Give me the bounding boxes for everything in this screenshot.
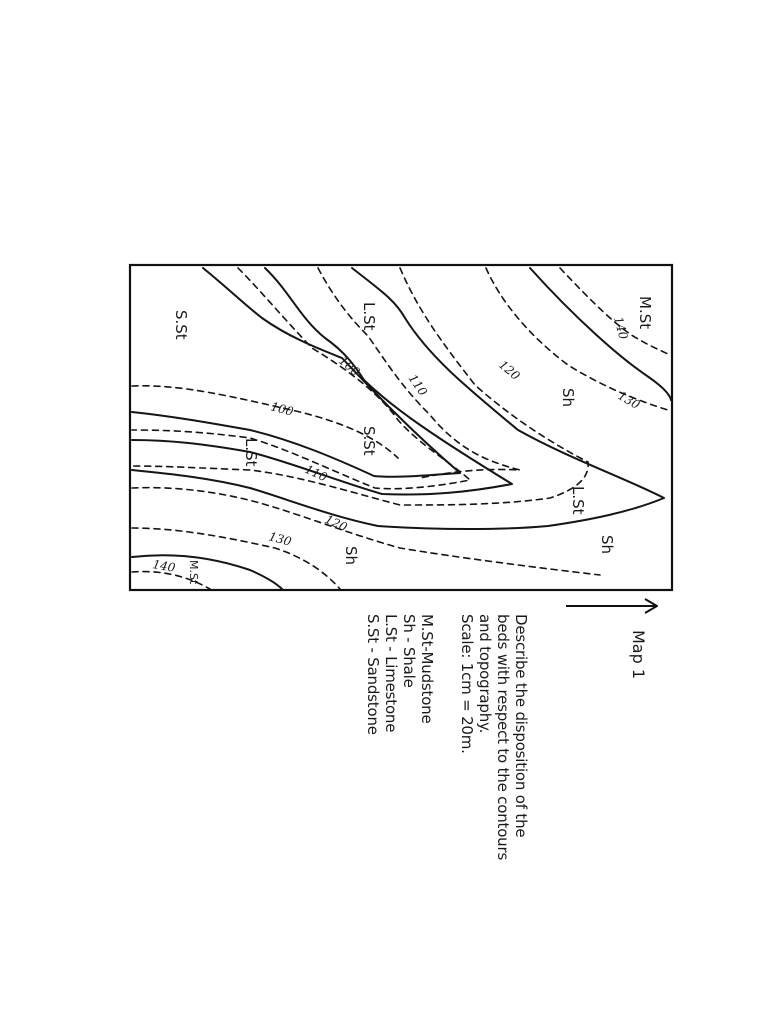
contour-line xyxy=(485,267,669,411)
bed-boundary-line xyxy=(131,267,513,496)
map-frame xyxy=(128,263,674,592)
legend-item-limestone: L.St - Limestone xyxy=(382,614,400,733)
bed-label-sandstone: S.St xyxy=(172,310,190,340)
legend-item-shale: Sh - Shale xyxy=(400,614,418,688)
contour-label: 110 xyxy=(303,462,330,485)
legend-item-mudstone: M.St-Mudstone xyxy=(418,614,436,724)
map-title: Map 1 xyxy=(629,630,648,680)
bed-boundary-line xyxy=(131,267,665,530)
question-block: Describe the disposition of the beds wit… xyxy=(458,614,530,860)
bed-boundary-line xyxy=(131,267,461,478)
bed-label-shale: Sh xyxy=(598,535,616,554)
contour-label: 130 xyxy=(267,529,293,549)
question-line: Describe the disposition of the xyxy=(512,614,530,838)
contour-label: 140 xyxy=(611,315,631,341)
bed-label-mudstone: M.St xyxy=(187,560,200,585)
bed-label-shale: Sh xyxy=(559,388,577,407)
contour-line xyxy=(131,384,399,459)
contour-label: 100 xyxy=(269,399,295,419)
contour-line xyxy=(131,570,211,590)
bed-label-limestone: L.St xyxy=(360,302,378,331)
contour-label: 120 xyxy=(496,358,523,384)
contour-label: 130 xyxy=(616,388,643,412)
question-line: beds with respect to the contours xyxy=(494,614,512,861)
bed-label-sandstone: S.St xyxy=(360,426,378,456)
scale-text: Scale: 1cm = 20m. xyxy=(458,614,476,754)
contour-line xyxy=(131,267,589,506)
contour-label: 140 xyxy=(151,557,176,575)
bed-boundary-line xyxy=(131,554,283,590)
contour-line xyxy=(317,267,521,479)
contour-line xyxy=(559,267,671,356)
bed-label-mudstone: M.St xyxy=(636,296,654,329)
question-line: and topography. xyxy=(476,614,494,734)
bed-boundary-line xyxy=(529,267,672,401)
contour-line xyxy=(131,486,601,576)
bed-label-limestone: L.St xyxy=(242,438,260,467)
contour-line xyxy=(131,527,341,590)
bed-label-shale: Sh xyxy=(342,546,360,565)
contour-label: 110 xyxy=(406,372,431,399)
legend-block: M.St-Mudstone Sh - Shale L.St - Limeston… xyxy=(364,614,436,735)
legend-item-sandstone: S.St - Sandstone xyxy=(364,614,382,735)
north-arrow-icon xyxy=(566,598,658,614)
bed-label-limestone: L.St xyxy=(569,486,587,515)
